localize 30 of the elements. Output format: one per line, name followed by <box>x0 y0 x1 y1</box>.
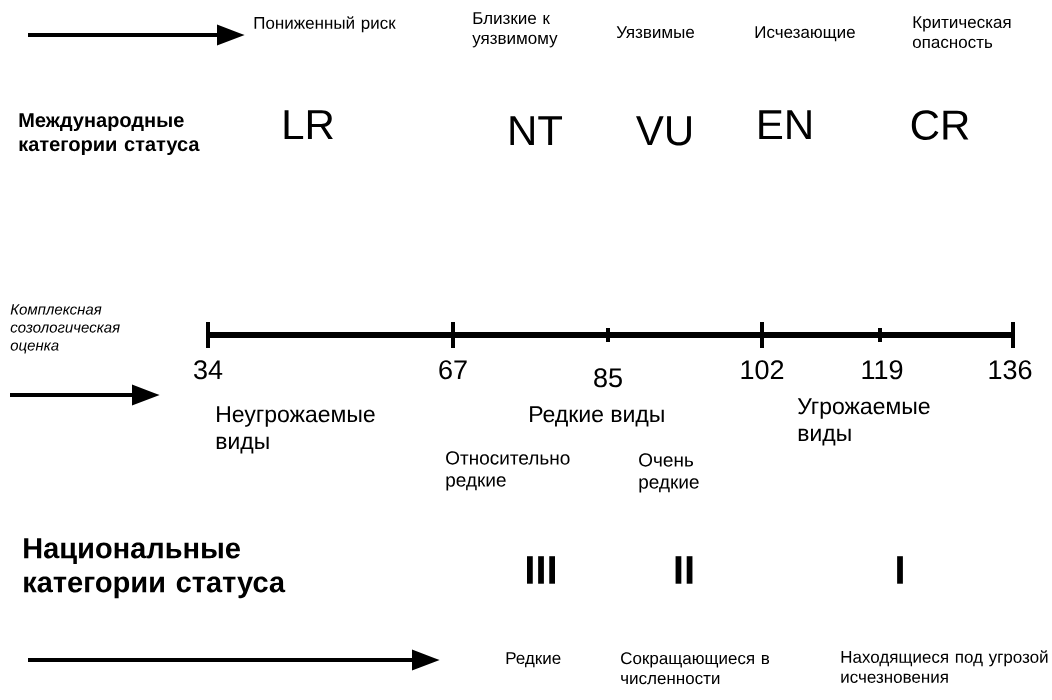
category-abbreviation: EN <box>759 110 811 140</box>
scale-caption: Комплексная созологическая оценка <box>10 304 120 354</box>
category-name: Уязвимые <box>616 26 695 39</box>
category-name: Критическая опасность <box>912 16 1011 49</box>
tick-label: 85 <box>594 368 622 388</box>
roman-numeral: II <box>675 556 693 584</box>
tick-label: 102 <box>741 360 784 380</box>
subgroup-label: Относительно редкие <box>446 451 570 491</box>
group-label: Неугрожаемые виды <box>216 406 375 454</box>
category-name: Близкие к уязвимому <box>472 12 558 48</box>
roman-numeral: I <box>897 556 903 584</box>
row-heading: Национальные категории статуса <box>24 538 286 599</box>
category-name: Находящиеся под угрозой исчезновения <box>841 650 1048 683</box>
tick-label: 34 <box>194 360 223 380</box>
group-label: Угрожаемые виды <box>797 398 930 446</box>
category-name: Редкие <box>506 652 561 668</box>
category-name: Пониженный риск <box>254 16 396 33</box>
category-abbreviation: VU <box>636 116 691 146</box>
category-name: Сокращающиеся в численности <box>621 652 770 685</box>
group-label: Редкие виды <box>530 406 664 427</box>
row-heading: Международные категории статуса <box>19 113 200 156</box>
category-abbreviation: LR <box>284 110 333 140</box>
category-abbreviation: NT <box>510 116 562 146</box>
tick-label: 119 <box>862 360 903 380</box>
category-abbreviation: CR <box>911 110 969 140</box>
category-name: Исчезающие <box>755 26 855 42</box>
tick-label: 67 <box>439 360 467 380</box>
tick-label: 136 <box>989 360 1032 380</box>
roman-numeral: III <box>527 556 555 584</box>
subgroup-label: Очень редкие <box>639 453 699 493</box>
